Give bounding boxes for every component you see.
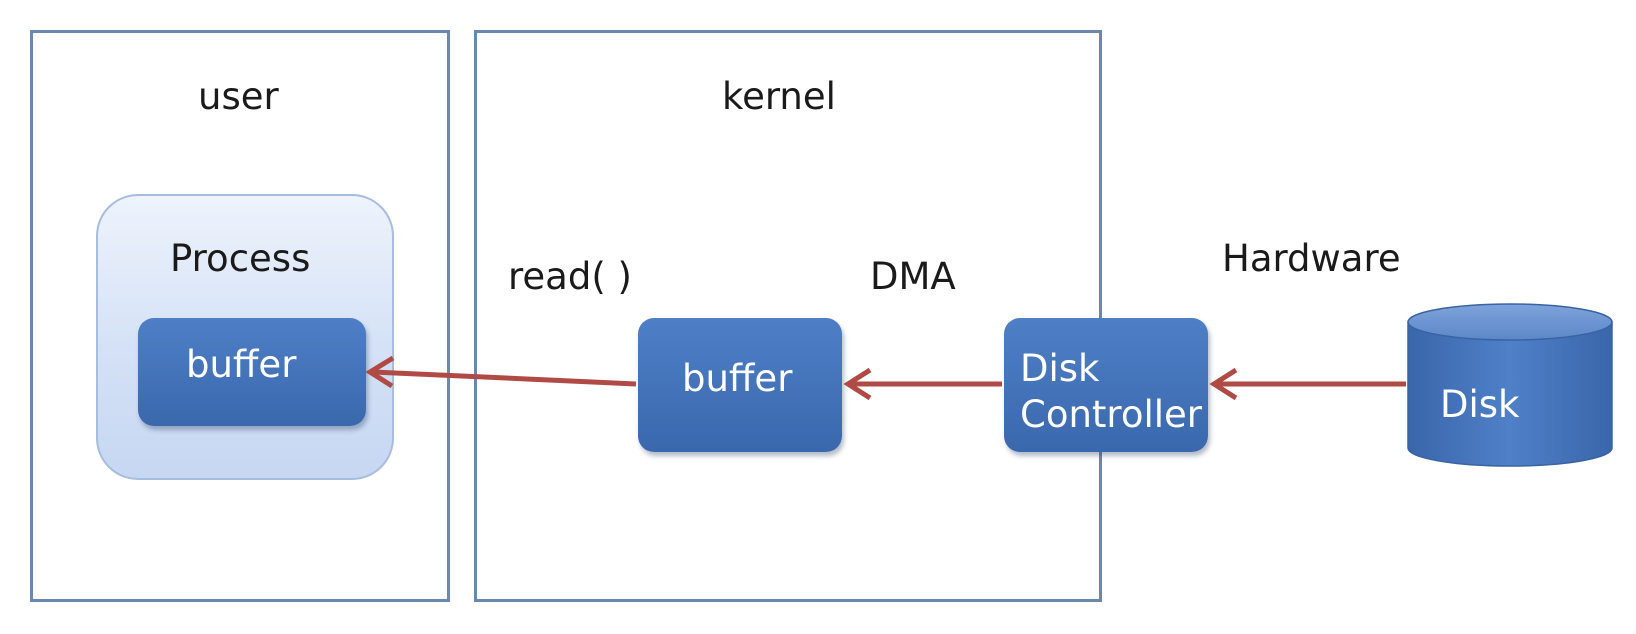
read-call-label: read( ) — [508, 255, 632, 298]
kernel-buffer-label: buffer — [682, 357, 793, 400]
disk-label: Disk — [1440, 383, 1520, 426]
arrow-controller-to-kernel-buffer — [843, 367, 1002, 401]
kernel-buffer-box: buffer — [638, 318, 842, 452]
arrow-kernel-buffer-to-user-buffer — [365, 355, 637, 389]
dma-label: DMA — [870, 255, 956, 298]
user-label: user — [198, 75, 279, 118]
disk-controller-label-line2: Controller — [1020, 393, 1203, 437]
kernel-label: kernel — [722, 75, 836, 118]
user-buffer-box: buffer — [138, 318, 366, 426]
disk-controller-box: Disk Controller — [1004, 318, 1208, 452]
process-label: Process — [170, 237, 311, 280]
hardware-label: Hardware — [1222, 237, 1401, 280]
user-space-frame — [30, 30, 450, 602]
arrow-disk-to-controller — [1209, 367, 1406, 401]
user-buffer-label: buffer — [186, 343, 297, 386]
kernel-space-frame — [474, 30, 1102, 602]
disk-controller-label-line1: Disk — [1020, 347, 1100, 390]
disk-cylinder-icon — [1407, 303, 1613, 467]
